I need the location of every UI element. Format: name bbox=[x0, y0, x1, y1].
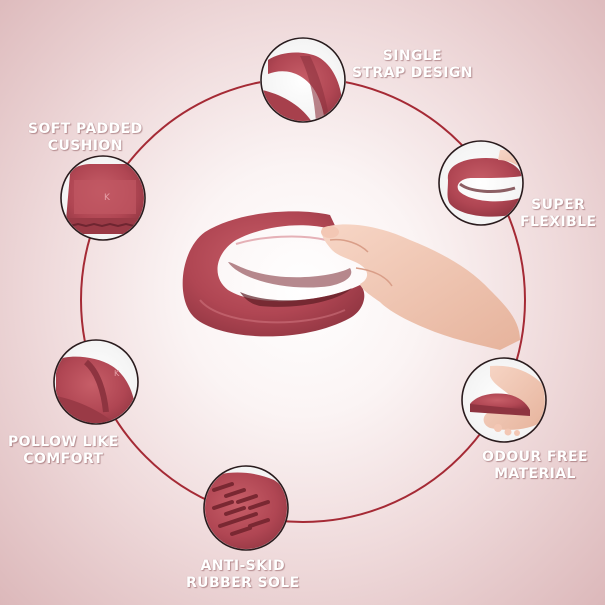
svg-text:K: K bbox=[114, 369, 120, 378]
single-strap-thumbnail bbox=[260, 37, 346, 123]
svg-text:K: K bbox=[104, 193, 111, 203]
pollow-comfort-label: POLLOW LIKE COMFORT bbox=[8, 434, 119, 467]
pollow-comfort-thumbnail: K bbox=[53, 339, 139, 425]
anti-skid-label: ANTI-SKID RUBBER SOLE bbox=[186, 558, 300, 591]
anti-skid-thumbnail bbox=[203, 465, 289, 551]
soft-padded-thumbnail: K bbox=[60, 155, 146, 241]
single-strap-label: SINGLE STRAP DESIGN bbox=[352, 48, 473, 81]
odour-free-label: ODOUR FREE MATERIAL bbox=[482, 449, 588, 482]
soft-padded-label: SOFT PADDED CUSHION bbox=[28, 121, 143, 154]
center-product-image bbox=[182, 211, 520, 350]
odour-free-thumbnail bbox=[461, 357, 547, 443]
super-flexible-label: SUPER FLEXIBLE bbox=[520, 197, 597, 230]
